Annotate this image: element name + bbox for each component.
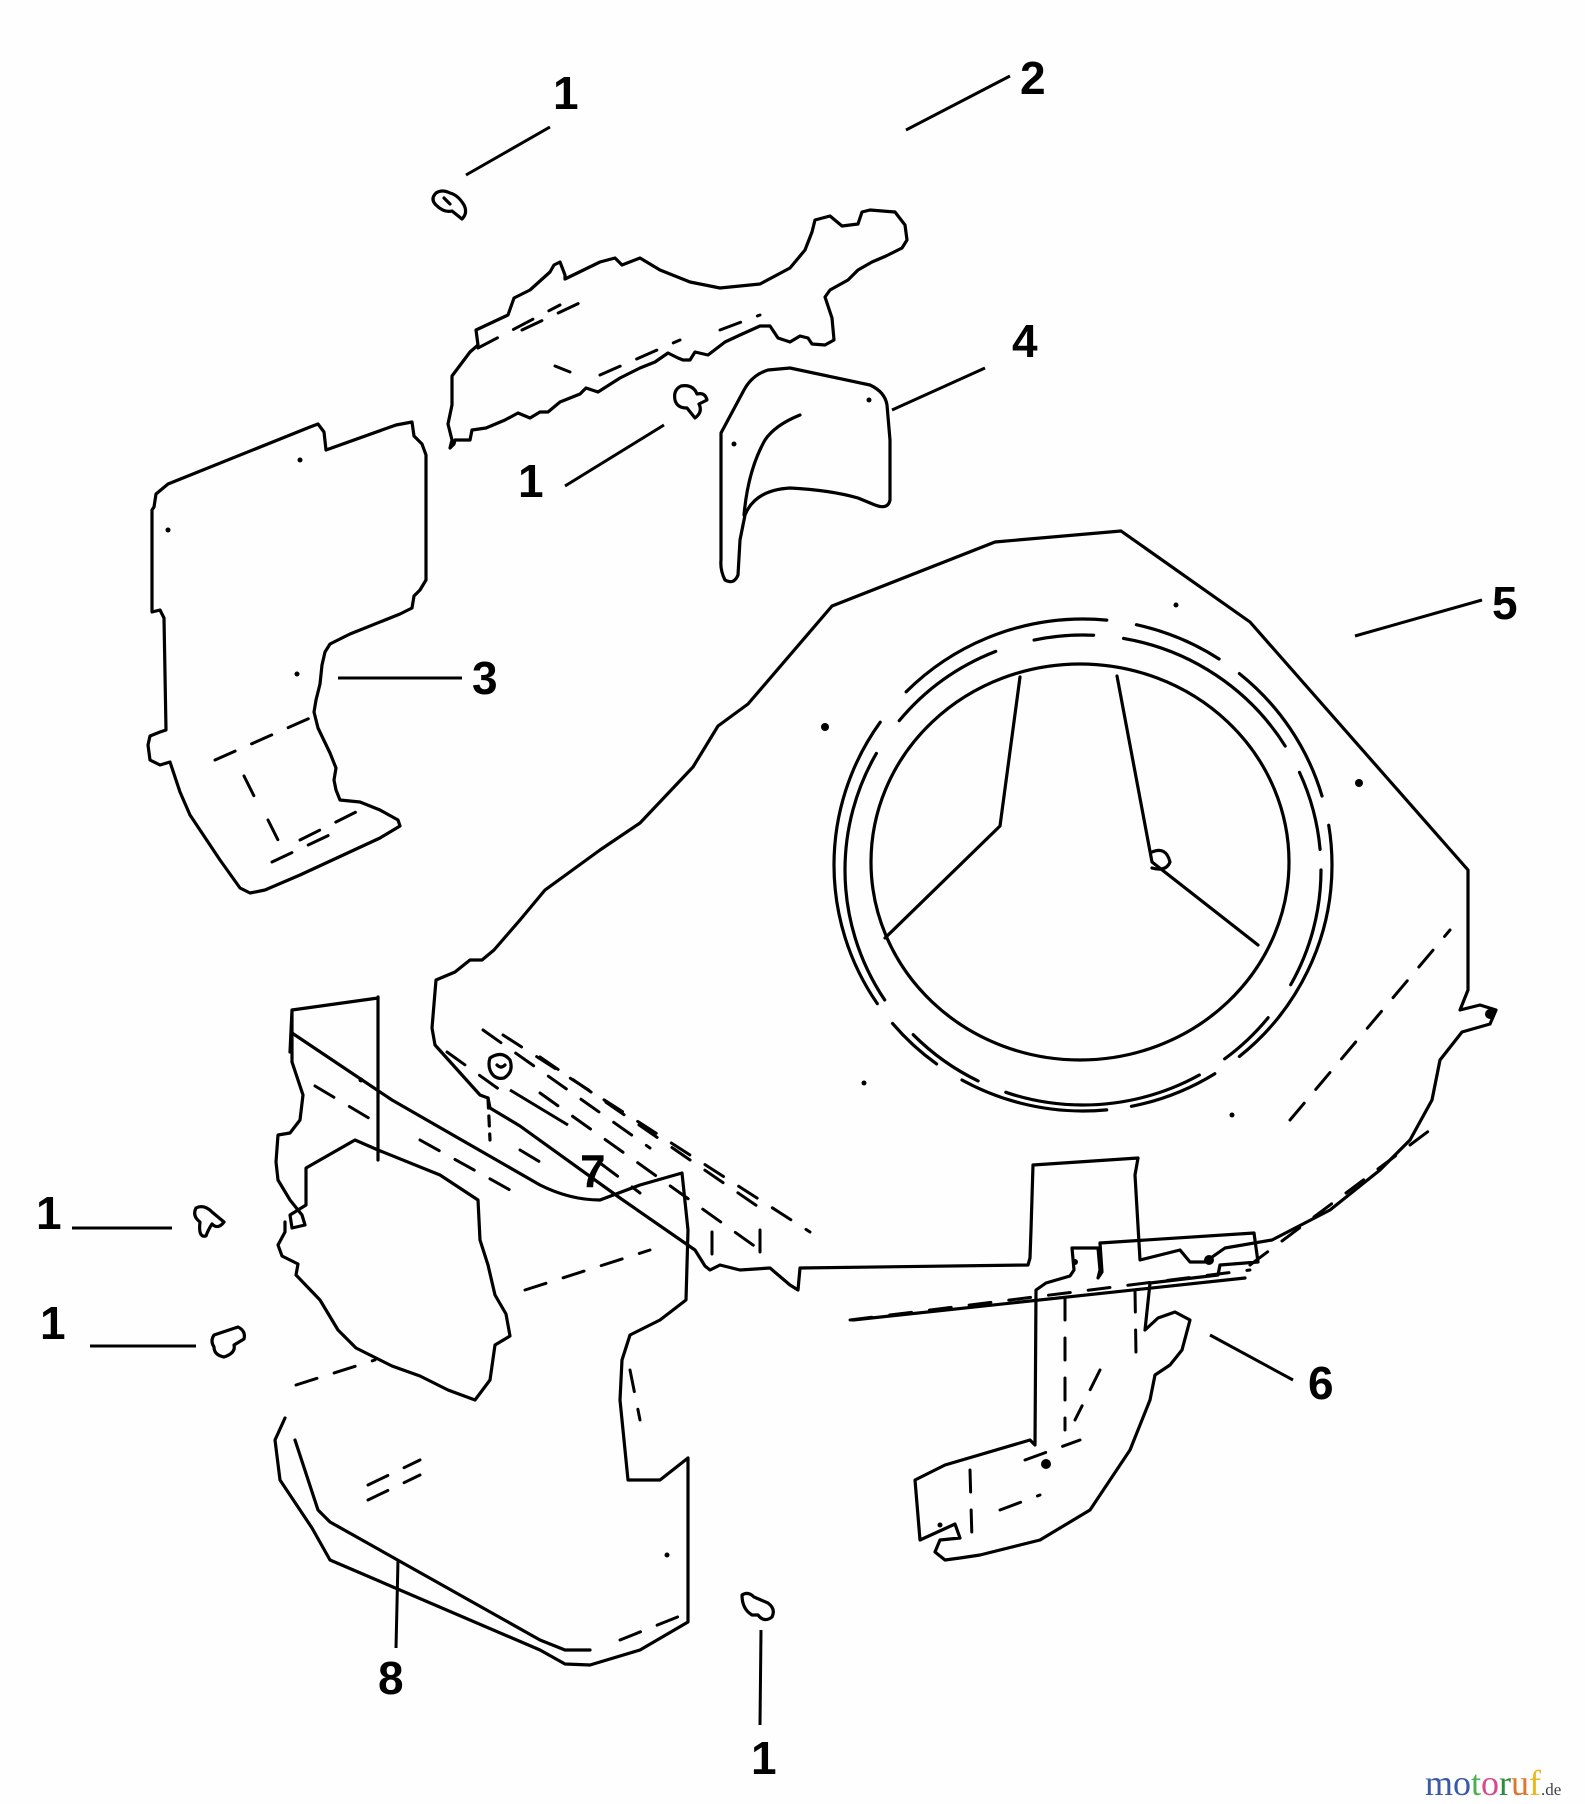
- wm-letter: t: [1471, 1763, 1482, 1803]
- wm-letter: o: [1453, 1763, 1472, 1803]
- part-3-side-shield[interactable]: [146, 420, 428, 895]
- part-2-air-guide[interactable]: [446, 208, 909, 450]
- part-7-nut[interactable]: [487, 1052, 513, 1080]
- callout-3: 3: [472, 652, 498, 704]
- screw-1-upper-middle[interactable]: [673, 384, 709, 420]
- callout-1-bottom: 1: [751, 1732, 777, 1784]
- wm-letter: r: [1499, 1763, 1512, 1803]
- callout-8: 8: [378, 1652, 404, 1704]
- motoruf-watermark: motoruf.de: [1425, 1762, 1561, 1804]
- screw-1-top[interactable]: [431, 189, 468, 221]
- callout-2: 2: [1020, 52, 1046, 104]
- callout-4: 4: [1012, 315, 1038, 367]
- wm-letter: u: [1511, 1763, 1530, 1803]
- screw-1-bottom[interactable]: [740, 1591, 775, 1622]
- wm-suffix: .de: [1541, 1780, 1562, 1799]
- screw-1-left-upper[interactable]: [193, 1205, 226, 1238]
- callout-1-top: 1: [553, 67, 579, 119]
- wm-letter: m: [1425, 1763, 1454, 1803]
- part-6-cylinder-head-baffle[interactable]: [913, 1231, 1260, 1562]
- callout-1-left-upper: 1: [36, 1187, 62, 1239]
- screw-1-left-lower[interactable]: [210, 1325, 246, 1359]
- wm-letter: o: [1481, 1763, 1500, 1803]
- callout-1-left-lower: 1: [40, 1297, 66, 1349]
- callout-5: 5: [1492, 577, 1518, 629]
- callout-6: 6: [1308, 1357, 1334, 1409]
- callout-1-middle: 1: [518, 455, 544, 507]
- part-4-cylinder-baffle[interactable]: [719, 366, 892, 584]
- part-5-blower-housing[interactable]: [430, 529, 1498, 1322]
- wm-letter: f: [1529, 1763, 1542, 1803]
- part-8-lower-shroud[interactable]: [273, 995, 692, 1667]
- callout-7: 7: [580, 1145, 606, 1197]
- leader-lines: [72, 74, 1483, 1726]
